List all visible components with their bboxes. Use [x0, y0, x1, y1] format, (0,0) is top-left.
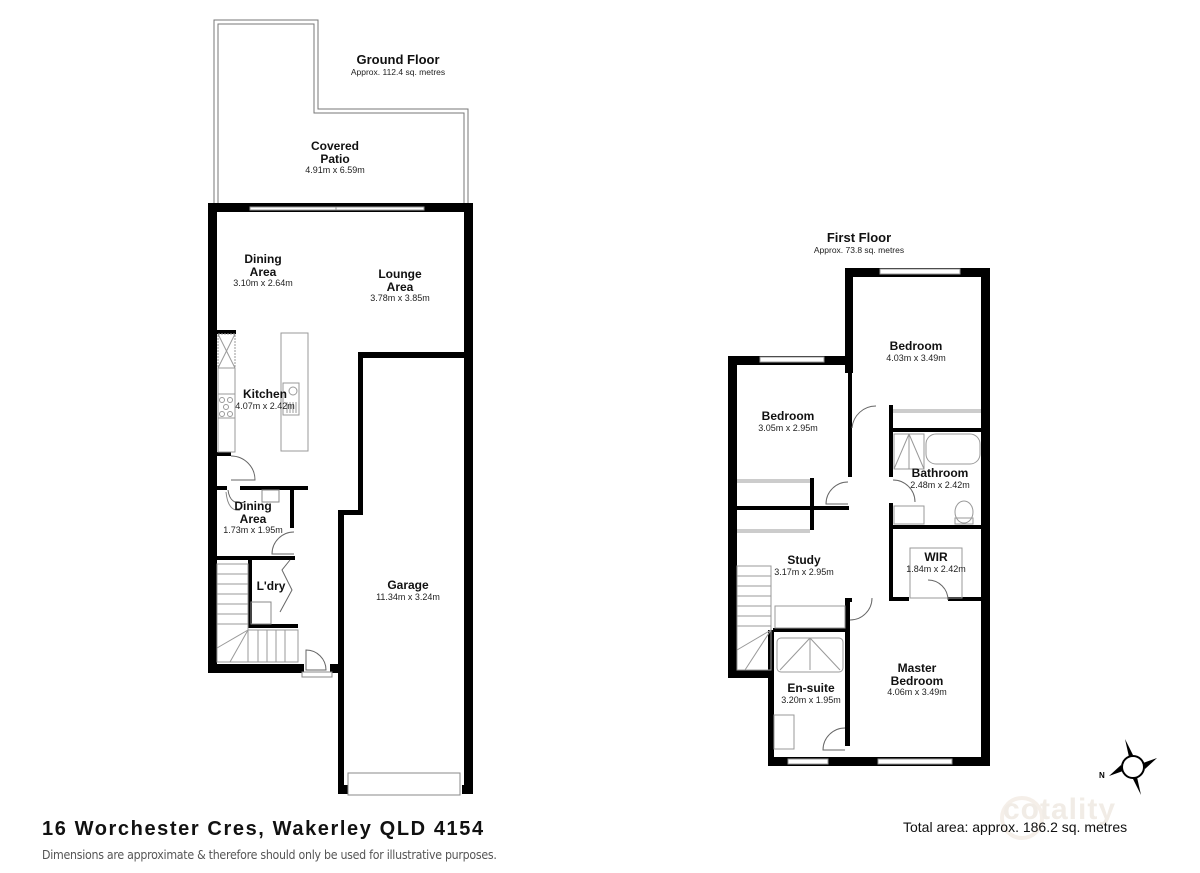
built-in-robes: [737, 409, 981, 533]
room-label-wir: WIR 1.84m x 2.42m: [906, 551, 966, 574]
room-label-laundry: L'dry: [257, 580, 286, 593]
first-floor-stairs: [736, 565, 846, 671]
first-floor-title: First Floor: [826, 230, 892, 245]
first-floor-area: Approx. 73.8 sq. metres: [813, 244, 905, 255]
room-label-bathroom: Bathroom 2.48m x 2.42m: [910, 467, 970, 490]
room-dimensions: 3.05m x 2.95m: [758, 422, 818, 433]
room-name: Bedroom: [890, 673, 944, 688]
room-dimensions: 11.34m x 3.24m: [376, 591, 440, 602]
room-label-bedroom-1: Bedroom 4.03m x 3.49m: [886, 340, 946, 363]
covered-patio-outline: [213, 19, 469, 205]
property-address: 16 Worchester Cres, Wakerley QLD 4154: [42, 818, 485, 840]
bathroom-fixtures: [773, 433, 981, 750]
first-floor-heading: First Floor Approx. 73.8 sq. metres: [814, 231, 904, 255]
first-floor-doors: [822, 405, 949, 751]
room-name: Dining: [234, 499, 272, 513]
room-dimensions: 3.10m x 2.64m: [233, 278, 293, 289]
room-name: Patio: [320, 151, 350, 166]
room-label-dining-area-2: Dining Area 1.73m x 1.95m: [223, 500, 283, 536]
room-dimensions: 1.84m x 2.42m: [906, 563, 966, 574]
ground-floor-stairs: [216, 563, 299, 663]
room-name: Master: [897, 661, 937, 675]
room-name: Covered: [310, 139, 360, 153]
watermark-logo-icon: [1000, 796, 1044, 840]
room-label-en-suite: En-suite 3.20m x 1.95m: [781, 682, 841, 705]
room-label-garage: Garage 11.34m x 3.24m: [376, 579, 440, 602]
laundry-tub: [225, 489, 280, 625]
room-dimensions: 4.03m x 3.49m: [886, 352, 946, 363]
room-name: Dining: [244, 252, 282, 266]
room-name: WIR: [924, 550, 948, 564]
ground-floor-doors: [227, 455, 327, 671]
room-label-covered-patio: Covered Patio 4.91m x 6.59m: [305, 140, 365, 176]
first-floor-windows: [759, 268, 961, 765]
watermark-text: cotality: [1003, 793, 1117, 826]
ground-floor-heading: Ground Floor Approx. 112.4 sq. metres: [351, 53, 445, 77]
total-area: Total area: approx. 186.2 sq. metres: [903, 819, 1128, 835]
room-label-bedroom-2: Bedroom 3.05m x 2.95m: [758, 410, 818, 433]
patio-sliding-door: [249, 206, 425, 211]
room-label-study: Study 3.17m x 2.95m: [774, 554, 834, 577]
ground-floor-plan: [208, 19, 473, 796]
first-floor-plan: [728, 268, 990, 766]
disclaimer-text: Dimensions are approximate & therefore s…: [42, 848, 497, 862]
room-dimensions: 3.78m x 3.85m: [370, 293, 430, 304]
room-name: Bedroom: [889, 339, 943, 353]
room-name: Kitchen: [242, 387, 287, 401]
room-name: Garage: [387, 578, 429, 592]
room-name: Bathroom: [911, 466, 969, 480]
kitchen-fixtures: [217, 332, 309, 453]
room-dimensions: 2.48m x 2.42m: [910, 479, 970, 490]
room-name: Lounge: [378, 267, 422, 281]
room-dimensions: 1.73m x 1.95m: [223, 525, 283, 536]
room-label-master-bedroom: Master Bedroom 4.06m x 3.49m: [887, 662, 947, 698]
room-label-kitchen: Kitchen 4.07m x 2.42m: [235, 388, 295, 411]
first-floor-walls: [728, 268, 990, 766]
room-dimensions: 3.20m x 1.95m: [781, 694, 841, 705]
ground-floor-area: Approx. 112.4 sq. metres: [350, 66, 446, 77]
garage-door: [347, 772, 461, 796]
room-name: Area: [386, 279, 414, 294]
room-name: Area: [239, 511, 267, 526]
room-dimensions: 4.07m x 2.42m: [235, 400, 295, 411]
room-name: Study: [787, 553, 821, 567]
room-dimensions: 3.17m x 2.95m: [774, 566, 834, 577]
room-name: En-suite: [787, 681, 835, 695]
room-dimensions: 4.06m x 3.49m: [887, 687, 947, 698]
room-name: L'dry: [256, 579, 286, 593]
room-label-dining-area: Dining Area 3.10m x 2.64m: [233, 253, 293, 289]
ground-floor-title: Ground Floor: [356, 52, 440, 67]
room-name: Bedroom: [761, 409, 815, 423]
room-dimensions: 4.91m x 6.59m: [305, 165, 365, 176]
svg-text:N: N: [1099, 771, 1105, 780]
room-name: Area: [249, 264, 277, 279]
front-door-threshold: [301, 671, 333, 678]
room-label-lounge-area: Lounge Area 3.78m x 3.85m: [370, 268, 430, 304]
compass-north-icon: N: [1099, 739, 1157, 795]
